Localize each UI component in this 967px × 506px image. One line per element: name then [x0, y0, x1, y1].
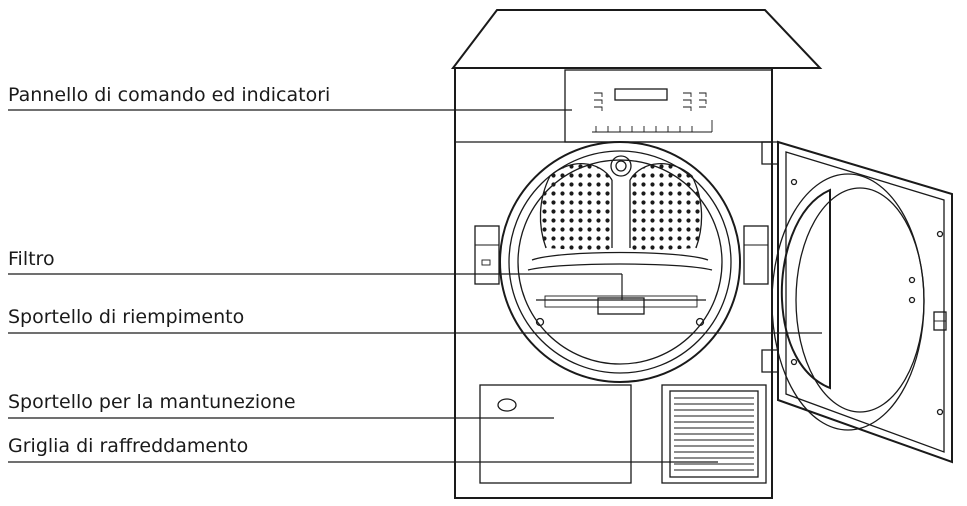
lint-filter [544, 295, 698, 315]
upper-hinge [761, 141, 779, 165]
cabinet-top [450, 9, 823, 69]
button-row [592, 120, 713, 133]
door-outer-ring [499, 141, 741, 383]
display-window [614, 88, 668, 101]
drum-perforation [539, 163, 703, 252]
door-handle [933, 311, 947, 331]
door-screw-left [535, 317, 545, 327]
loading-door-ring [474, 141, 769, 383]
door-glass-rim [771, 173, 925, 431]
indicator-lamps-right [683, 92, 707, 111]
door-panel [777, 140, 953, 464]
label-cooling-grille: Griglia di raffreddamento [8, 435, 248, 457]
maintenance-panel [479, 384, 632, 484]
grille-slats [674, 397, 754, 471]
cooling-grille [661, 384, 767, 484]
leader-lines [8, 109, 822, 463]
open-door [761, 140, 953, 464]
indicator-lamps-left [594, 92, 603, 111]
door-glass-bowl [780, 188, 831, 390]
drum-opening [517, 159, 723, 365]
drum-baffle [610, 155, 632, 248]
door-glass-inner [795, 187, 925, 413]
label-filter: Filtro [8, 248, 55, 270]
control-panel [455, 69, 773, 143]
label-control-panel: Pannello di comando ed indicatori [8, 84, 330, 106]
label-loading-door: Sportello di riempimento [8, 306, 244, 328]
callout-labels: Pannello di comando ed indicatori Filtro… [8, 84, 330, 457]
drum-lower-edge [527, 263, 713, 271]
cabinet-body [454, 67, 773, 499]
drum-back-edge [531, 251, 709, 261]
door-panel-inner [785, 151, 945, 453]
maintenance-handle [497, 398, 517, 412]
maintenance-door [479, 384, 632, 484]
right-latch-block [743, 225, 769, 285]
door-screw-right [695, 317, 705, 327]
label-maintenance-door: Sportello per la mantunezione [8, 391, 296, 413]
dryer-cabinet [450, 9, 823, 499]
grille-frame [661, 384, 767, 484]
grille-inner [669, 390, 759, 478]
door-inner-ring [508, 150, 732, 374]
lower-hinge [761, 349, 779, 373]
left-hinge-block [474, 225, 500, 285]
